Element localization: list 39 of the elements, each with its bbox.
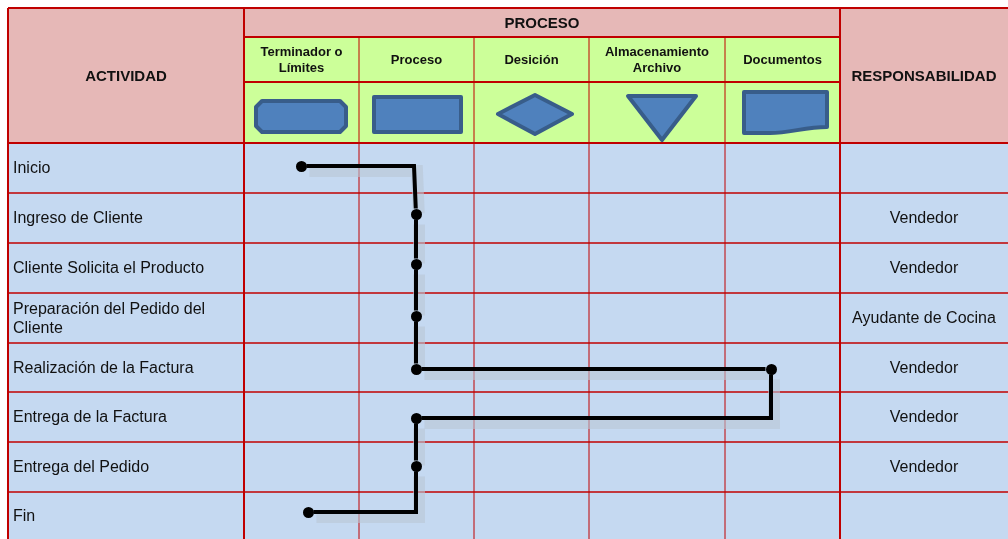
connection-dot — [410, 412, 422, 424]
connector-line — [414, 423, 418, 461]
connector-line — [421, 367, 766, 371]
connection-dot — [410, 258, 422, 270]
connection-dot — [410, 460, 422, 472]
connection-dot — [302, 506, 314, 518]
responsible-text: Vendedor — [889, 407, 959, 427]
connection-dot — [295, 160, 307, 172]
connector-line — [313, 471, 418, 514]
activity-text: Realización de la Factura — [13, 357, 194, 378]
connector-line — [414, 269, 418, 311]
responsible-text: Vendedor — [889, 457, 959, 477]
connector-line — [306, 164, 418, 209]
activity-text: Entrega del Pedido — [13, 457, 150, 477]
column-header: Almacenamiento Archivo — [603, 43, 710, 76]
activity-text: Entrega de la Factura — [13, 407, 167, 427]
responsible-text: Ayudante de Cocina — [852, 308, 996, 328]
connector-line — [414, 219, 418, 259]
column-header: Documentos — [743, 51, 822, 68]
activity-text: Cliente Solicita el Producto — [13, 258, 205, 278]
connector-line — [421, 374, 773, 420]
column-header: Terminador o Límites — [259, 43, 344, 76]
column-header: PROCESO — [504, 13, 580, 32]
column-header: RESPONSABILIDAD — [851, 66, 997, 85]
column-header: Desición — [504, 51, 559, 68]
activity-text: Inicio — [13, 158, 51, 178]
activity-text: Preparación del Pedido del Cliente — [13, 298, 207, 338]
connection-dot — [410, 208, 422, 220]
connector-line — [414, 321, 418, 364]
connection-dot — [765, 363, 777, 375]
activity-text: Ingreso de Cliente — [13, 208, 143, 228]
responsible-text: Vendedor — [889, 208, 959, 228]
connection-dot — [410, 310, 422, 322]
activity-text: Fin — [13, 505, 36, 526]
responsible-text: Vendedor — [889, 258, 959, 278]
column-header: Proceso — [390, 51, 443, 68]
column-header: ACTIVIDAD — [85, 66, 167, 85]
responsible-text: Vendedor — [889, 357, 959, 378]
connection-dot — [410, 363, 422, 375]
